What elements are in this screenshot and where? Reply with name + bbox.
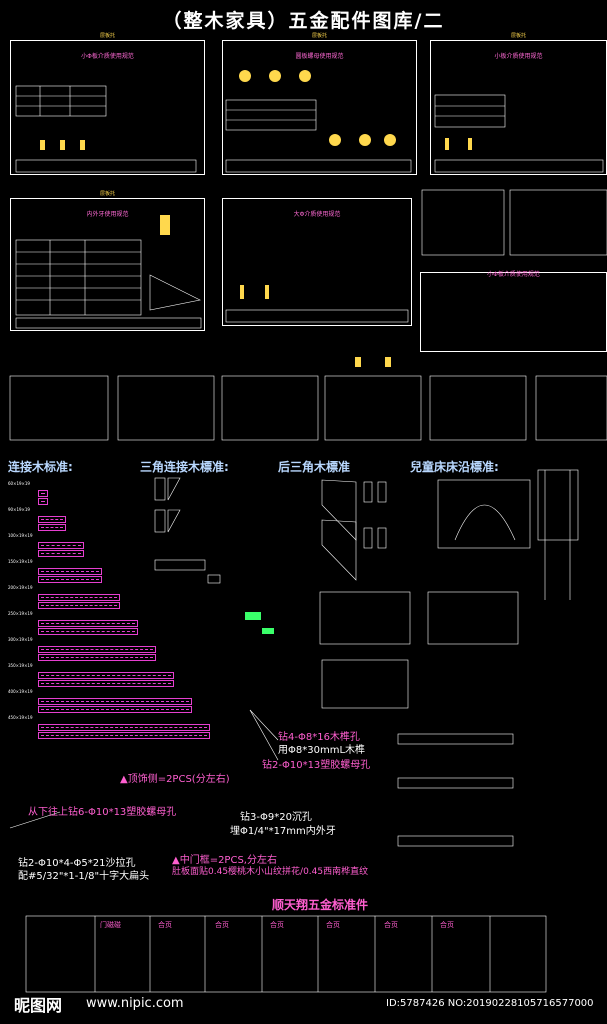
sheet-header: 层板托 bbox=[99, 33, 115, 39]
connector-size-label: 250×19×19 bbox=[8, 611, 33, 616]
sheet-caption: 小板介质使用规范 bbox=[494, 53, 543, 60]
sheet-5: 大Φ介质使用规范 bbox=[222, 198, 412, 326]
connector-bar bbox=[38, 568, 102, 575]
watermark-url: www.nipic.com bbox=[86, 996, 184, 1011]
sheet-caption: 小Φ板介质使用规范 bbox=[81, 53, 134, 60]
connector-bar bbox=[38, 628, 138, 635]
watermark-band bbox=[0, 994, 607, 1024]
connector-size-label: 450×19×19 bbox=[8, 715, 33, 720]
connector-bar bbox=[38, 602, 120, 609]
connector-size-label: 400×19×19 bbox=[8, 689, 33, 694]
sheet-2: 层板托 圆板螺母使用规范 bbox=[222, 33, 417, 175]
section-child-bed: 兒童床床沿標准: bbox=[410, 460, 499, 474]
watermark-id: ID:5787426 NO:20190228105716577000 bbox=[386, 998, 594, 1009]
connector-bar bbox=[38, 620, 138, 627]
connector-size-label: 150×19×19 bbox=[8, 559, 33, 564]
connector-bar bbox=[38, 490, 48, 497]
sheet-4: 层板托 内外牙使用规范 bbox=[10, 191, 205, 331]
connector-bar bbox=[38, 576, 102, 583]
note-mid-door-sub: 肚板面贴0.45樱桃木小山纹拼花/0.45西南桦直纹 bbox=[172, 867, 369, 877]
connector-bar bbox=[38, 646, 156, 653]
note-drill4-sub: 用Φ8*30mmL木榫 bbox=[278, 745, 366, 756]
connector-size-label: 60×19×19 bbox=[8, 481, 30, 486]
page-title: （整木家具）五金配件图库/二 bbox=[162, 10, 445, 32]
connector-bar bbox=[38, 724, 210, 731]
connector-bar bbox=[38, 680, 174, 687]
watermark-logo: 昵图网 bbox=[14, 996, 63, 1015]
connector-bar bbox=[38, 672, 174, 679]
connector-bar bbox=[38, 732, 210, 739]
connector-bar bbox=[38, 516, 66, 523]
sheet-caption: 小Φ板介质使用规范 bbox=[487, 271, 540, 278]
sheet-caption: 内外牙使用规范 bbox=[86, 211, 129, 218]
standard-cell-label: 门磁碰 bbox=[100, 921, 121, 929]
sheet-header: 层板托 bbox=[311, 33, 327, 39]
connector-size-label: 300×19×19 bbox=[8, 637, 33, 642]
standard-cell-label: 合页 bbox=[215, 921, 229, 929]
note-mid-door: ▲中门框=2PCS,分左右 bbox=[172, 855, 277, 866]
standard-title: 顺天翔五金标准件 bbox=[272, 898, 369, 912]
connector-size-label: 200×19×19 bbox=[8, 585, 33, 590]
note-top-side: ▲顶饰侧=2PCS(分左右) bbox=[120, 774, 230, 785]
connector-bar bbox=[38, 654, 156, 661]
standard-cell-label: 合页 bbox=[440, 921, 454, 929]
note-drill2b-sub: 配#5/32"*1-1/8"十字大扁头 bbox=[18, 871, 150, 882]
note-drill2b: 钻2-Φ10*4-Φ5*21沙拉孔 bbox=[18, 858, 136, 869]
connector-bar bbox=[38, 706, 192, 713]
standard-cell-label: 合页 bbox=[158, 921, 172, 929]
connector-size-label: 90×19×19 bbox=[8, 507, 30, 512]
connector-size-label: 350×19×19 bbox=[8, 663, 33, 668]
connector-bar bbox=[38, 524, 66, 531]
section-connector: 连接木标准: bbox=[8, 460, 73, 474]
connector-bar bbox=[38, 698, 192, 705]
sheet-caption: 大Φ介质使用规范 bbox=[293, 211, 341, 218]
section-triangle: 三角连接木標准: bbox=[140, 460, 229, 474]
sheet-header: 层板托 bbox=[510, 33, 526, 39]
connector-bar bbox=[38, 542, 84, 549]
sheet-header: 层板托 bbox=[99, 191, 115, 197]
standard-cell-label: 合页 bbox=[326, 921, 340, 929]
note-from-below: 从下往上钻6-Φ10*13塑胶螺母孔 bbox=[28, 807, 177, 818]
sheet-1: 层板托 小Φ板介质使用规范 bbox=[10, 33, 205, 175]
standard-cell-label: 合页 bbox=[384, 921, 398, 929]
note-drill4: 钻4-Φ8*16木榫孔 bbox=[278, 732, 360, 743]
connector-bar bbox=[38, 498, 48, 505]
note-drill3: 钻3-Φ9*20沉孔 bbox=[240, 812, 312, 823]
sheet-caption: 圆板螺母使用规范 bbox=[295, 53, 344, 60]
note-drill2: 钻2-Φ10*13塑胶螺母孔 bbox=[262, 760, 371, 771]
standard-cell-label: 合页 bbox=[270, 921, 284, 929]
section-rear-triangle: 后三角木標准 bbox=[278, 460, 351, 474]
connector-size-label: 100×19×19 bbox=[8, 533, 33, 538]
connector-bar bbox=[38, 550, 84, 557]
connector-bar bbox=[38, 594, 120, 601]
note-drill3-sub: 埋Φ1/4"*17mm内外牙 bbox=[230, 826, 336, 837]
